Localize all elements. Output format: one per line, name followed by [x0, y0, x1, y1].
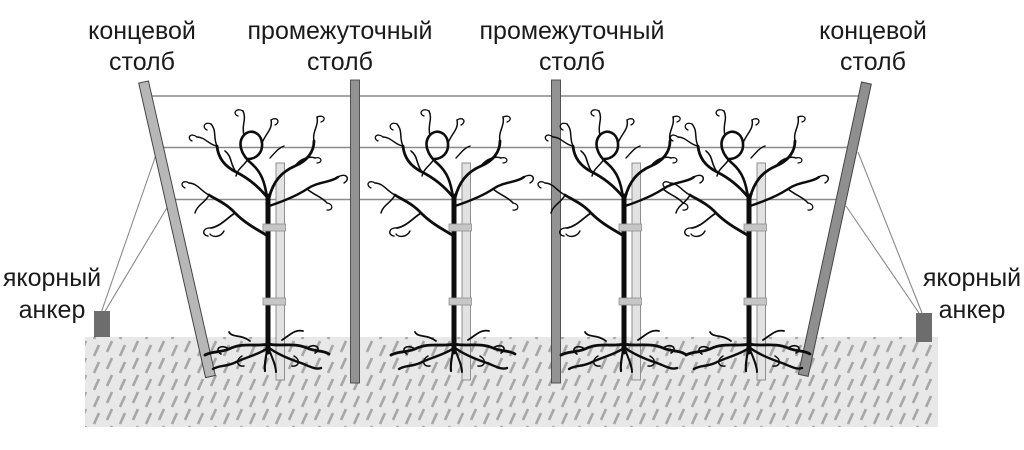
label-end-post-left: концевой столб [88, 16, 196, 78]
label-line: якорный [2, 264, 102, 292]
intermediate-post-1 [350, 79, 360, 384]
label-line: промежуточный [479, 17, 665, 45]
guy-wires [100, 151, 923, 314]
label-end-post-right: концевой столб [819, 16, 927, 78]
label-line: анкер [18, 296, 86, 324]
end-post-left [138, 80, 216, 379]
label-line: промежуточный [247, 17, 433, 45]
label-line: столб [840, 48, 906, 76]
label-line: якорный [922, 264, 1022, 292]
anchor-left [94, 311, 110, 337]
guy-wire-left-lower [103, 205, 169, 314]
label-line: концевой [819, 17, 927, 45]
label-intermediate-post-2: промежуточный столб [480, 16, 665, 78]
label-line: столб [307, 48, 373, 76]
anchor-right [916, 313, 932, 342]
label-line: столб [109, 48, 175, 76]
label-anchor-right: якорный анкер [923, 262, 1021, 326]
label-line: концевой [88, 17, 196, 45]
guy-wire-right-lower [845, 205, 920, 314]
end-post-right [797, 81, 872, 377]
guy-wire-left-upper [100, 151, 158, 314]
label-intermediate-post-1: промежуточный столб [248, 16, 433, 78]
label-line: столб [539, 48, 605, 76]
label-anchor-left: якорный анкер [3, 262, 101, 326]
guy-wire-right-upper [857, 151, 923, 314]
label-line: анкер [938, 296, 1006, 324]
